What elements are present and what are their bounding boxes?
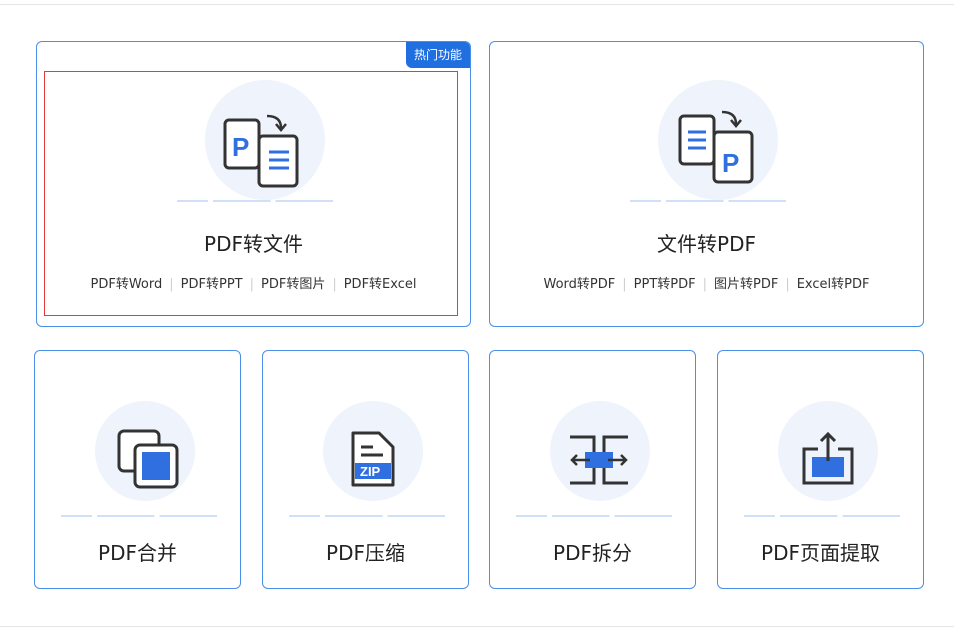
pdf-to-file-icon: P [217, 114, 307, 194]
card-title: PDF压缩 [326, 541, 405, 565]
conversion-links: PDF转Word | PDF转PPT | PDF转图片 | PDF转Excel [37, 273, 470, 292]
file-to-pdf-card[interactable]: P 文件转PDF Word转PDF | PPT转PDF | 图片转PDF | Excel转P… [489, 41, 924, 327]
decorative-dashes [516, 515, 672, 517]
decorative-dashes [177, 200, 333, 202]
pdf-merge-card[interactable]: PDF合并 [34, 350, 241, 589]
card-title: PDF拆分 [553, 541, 632, 565]
split-icon [566, 433, 632, 487]
separator: | [702, 277, 707, 292]
separator: | [249, 277, 254, 292]
separator: | [622, 277, 627, 292]
pdf-page-extract-card[interactable]: PDF页面提取 [717, 350, 924, 589]
decorative-blob [550, 401, 650, 501]
link-pdf-to-excel[interactable]: PDF转Excel [343, 277, 417, 292]
decorative-dashes [630, 200, 786, 202]
link-pdf-to-image[interactable]: PDF转图片 [261, 277, 326, 292]
svg-text:ZIP: ZIP [360, 464, 381, 479]
svg-text:P: P [722, 148, 739, 178]
conversion-links: Word转PDF | PPT转PDF | 图片转PDF | Excel转PDF [490, 273, 923, 292]
merge-icon [113, 427, 183, 491]
card-title: PDF页面提取 [761, 541, 880, 565]
pdf-to-file-card[interactable]: 热门功能 P PDF转文件 PDF转Word|PDF转PPT|PDF转图片|PD… [36, 41, 471, 327]
separator: | [169, 277, 174, 292]
pdf-compress-card[interactable]: ZIP PDF压缩 [262, 350, 469, 589]
separator: | [332, 277, 337, 292]
top-divider [0, 4, 954, 5]
card-title: 文件转PDF [657, 232, 756, 256]
separator: | [785, 277, 790, 292]
link-ppt-to-pdf[interactable]: PPT转PDF [633, 277, 696, 292]
bottom-divider [0, 626, 954, 627]
file-to-pdf-icon: P [670, 110, 760, 190]
decorative-dashes [289, 515, 445, 517]
link-pdf-to-word[interactable]: PDF转Word [90, 277, 163, 292]
svg-text:P: P [232, 132, 249, 162]
selection-outline [44, 71, 458, 316]
link-word-to-pdf[interactable]: Word转PDF [543, 277, 616, 292]
link-excel-to-pdf[interactable]: Excel转PDF [796, 277, 870, 292]
zip-icon: ZIP [347, 429, 397, 489]
card-title: PDF转文件 [204, 232, 303, 256]
card-title: PDF合并 [98, 541, 177, 565]
link-image-to-pdf[interactable]: 图片转PDF [714, 277, 779, 292]
link-pdf-to-ppt[interactable]: PDF转PPT [180, 277, 243, 292]
hot-feature-badge: 热门功能 [405, 42, 470, 68]
pdf-split-card[interactable]: PDF拆分 [489, 350, 696, 589]
decorative-dashes [744, 515, 900, 517]
extract-icon [798, 429, 858, 489]
decorative-dashes [61, 515, 217, 517]
